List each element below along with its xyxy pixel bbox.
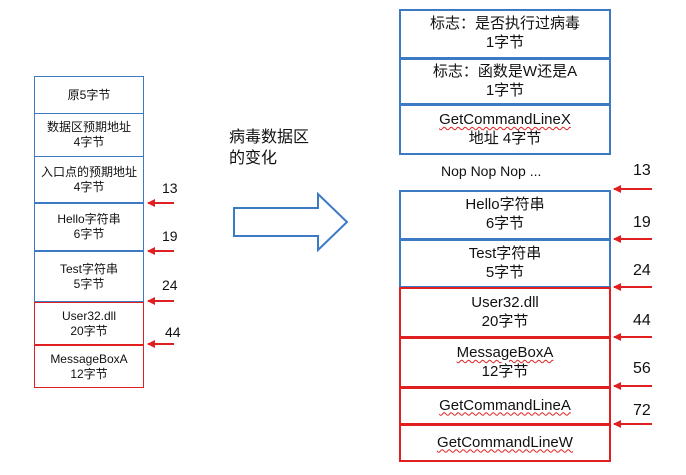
right-box-executed-flag: 标志：是否执行过病毒 1字节 — [399, 9, 611, 59]
right-box-wa-flag: 标志：函数是W还是A 1字节 — [399, 58, 611, 105]
right-box-getcommandlinew-label: GetCommandLineW — [437, 433, 573, 451]
left-box-user32-dll-label: User32.dll — [61, 308, 117, 323]
right-box-wa-flag-label: 标志：函数是W还是A — [432, 62, 578, 80]
left-box-messageboxa-size: 12字节 — [70, 366, 108, 381]
left-box-original-bytes: 原5字节 — [34, 76, 144, 114]
right-box-messageboxa-size: 12字节 — [481, 362, 529, 380]
right-box-wa-flag-size: 1字节 — [485, 81, 525, 99]
right-offset-24: 24 — [633, 262, 651, 279]
right-box-getcommandlinex-address: GetCommandLineX 地址 4字节 — [399, 104, 611, 155]
left-box-entry-address-label: 入口点的预期地址 — [40, 164, 137, 179]
right-box-test-string-label: Test字符串 — [468, 244, 542, 262]
left-offset-13: 13 — [162, 180, 178, 196]
right-box-messageboxa-label: MessageBoxA — [456, 343, 554, 361]
right-box-user32-dll: User32.dll 20字节 — [399, 287, 611, 338]
right-box-getcommandlinew: GetCommandLineW — [399, 424, 611, 462]
left-offset-24: 24 — [162, 277, 178, 293]
right-box-test-string-size: 5字节 — [485, 263, 525, 281]
right-offset-19: 19 — [633, 214, 651, 231]
nop-padding-text: Nop Nop Nop ... — [441, 163, 542, 179]
left-box-entry-address: 入口点的预期地址 4字节 — [34, 156, 144, 203]
left-box-messageboxa: MessageBoxA 12字节 — [34, 345, 144, 388]
left-box-entry-address-size: 4字节 — [73, 179, 105, 194]
right-offset-44: 44 — [633, 312, 651, 329]
right-box-getcommandlinex-label: GetCommandLineX — [439, 110, 571, 128]
right-box-executed-flag-label: 标志：是否执行过病毒 — [429, 15, 580, 33]
left-box-test-string-label: Test字符串 — [59, 261, 118, 276]
right-box-getcommandlinex-size: 地址 4字节 — [468, 129, 542, 147]
right-offset-56: 56 — [633, 360, 651, 377]
right-offset-72: 72 — [633, 402, 651, 419]
left-box-user32-dll-size: 20字节 — [70, 323, 108, 338]
left-box-data-address: 数据区预期地址 4字节 — [34, 113, 144, 157]
right-box-getcommandlinea-label: GetCommandLineA — [439, 396, 571, 414]
left-offset-44: 44 — [165, 324, 181, 340]
big-transform-arrow — [233, 191, 349, 253]
left-box-data-address-size: 4字节 — [73, 135, 105, 149]
left-box-data-address-label: 数据区预期地址 — [46, 120, 131, 134]
diagram-title-line-1: 病毒数据区 — [229, 129, 310, 146]
right-box-hello-string-size: 6字节 — [485, 215, 525, 232]
left-box-hello-string-label: Hello字符串 — [57, 212, 121, 226]
right-offset-13: 13 — [633, 162, 651, 179]
diagram-title-line-2: 的变化 — [229, 149, 278, 167]
right-box-hello-string-label: Hello字符串 — [465, 196, 545, 214]
left-box-test-string: Test字符串 5字节 — [34, 251, 144, 302]
right-box-user32-dll-size: 20字节 — [481, 312, 529, 330]
left-box-test-string-size: 5字节 — [73, 276, 105, 291]
left-box-user32-dll: User32.dll 20字节 — [34, 302, 144, 345]
left-box-original-bytes-label: 原5字节 — [67, 87, 111, 102]
left-box-messageboxa-label: MessageBoxA — [50, 351, 128, 366]
diagram-title: 病毒数据区 的变化 — [229, 128, 309, 170]
left-offset-19: 19 — [162, 228, 178, 244]
right-box-user32-dll-label: User32.dll — [471, 293, 539, 311]
left-box-hello-string-size: 6字节 — [73, 227, 105, 241]
left-box-hello-string: Hello字符串 6字节 — [34, 203, 144, 251]
right-box-executed-flag-size: 1字节 — [485, 34, 525, 51]
